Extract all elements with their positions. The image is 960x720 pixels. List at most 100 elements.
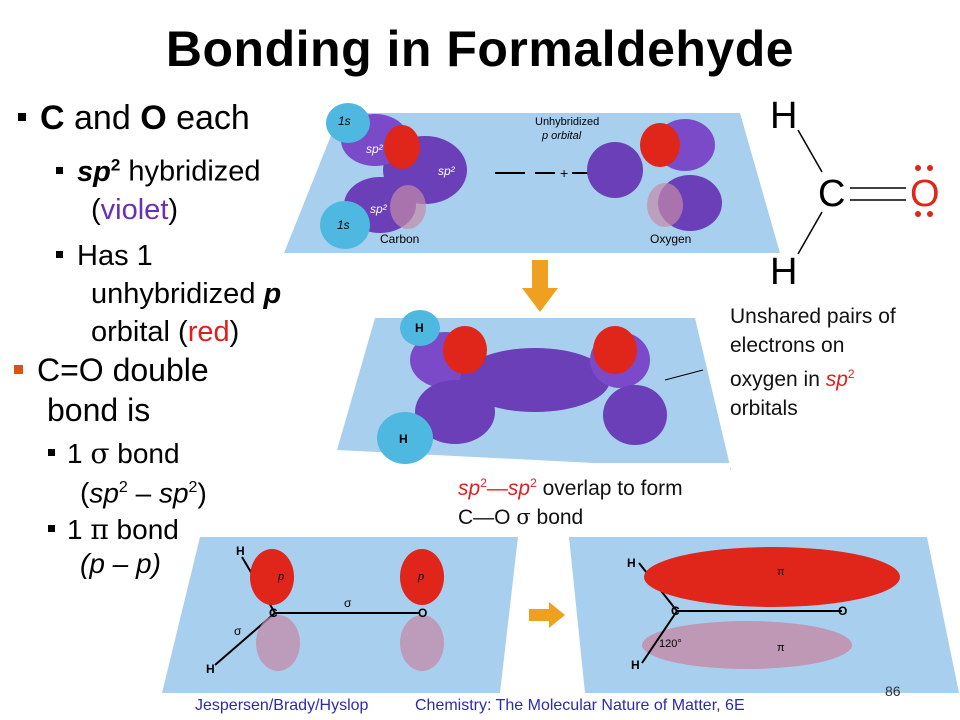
- p-orbital-shadow: [647, 183, 683, 227]
- bullet-2a-bond: bond: [109, 438, 180, 469]
- bullet-1a-text: hybridized: [120, 155, 261, 188]
- bullet-2b: 1 π bond (p – p): [48, 513, 208, 581]
- label-h: H: [399, 432, 408, 446]
- ann1-line4: orbitals: [730, 397, 798, 420]
- panel-hybrid-orbitals: 1s 1s sp² sp² sp² Carbon + Unhybridized …: [284, 103, 780, 253]
- label-p: p: [417, 571, 424, 583]
- lone-pair-dot: [927, 211, 933, 217]
- bond-line: [797, 129, 823, 173]
- label-sigma: σ: [344, 596, 352, 610]
- ann2-line2: C—O σ bond: [458, 505, 584, 529]
- paren: (: [91, 193, 101, 226]
- ann1-line1: Unshared pairs of: [730, 305, 896, 328]
- label-p-orbital: p orbital: [541, 130, 582, 142]
- sp2-lobe-icon: [587, 142, 643, 198]
- label-o: O: [418, 606, 427, 620]
- red-word: red: [187, 315, 230, 348]
- bullet-marker: [18, 113, 26, 122]
- lewis-c: C: [818, 173, 845, 215]
- bullet-1b-line2: unhybridized: [91, 277, 264, 310]
- sigma-symbol: σ: [90, 437, 110, 470]
- lone-pair-dot: [915, 211, 921, 217]
- label-oxygen: Oxygen: [650, 232, 691, 246]
- paren: ): [197, 477, 207, 509]
- label-pi: π: [777, 642, 785, 654]
- annotation-lone-pairs: Unshared pairs of electrons on oxygen in…: [730, 302, 958, 423]
- s-orbital-icon: [320, 201, 370, 249]
- sp-term: sp: [77, 155, 111, 188]
- bullet-1-o: O: [140, 99, 167, 137]
- p-orbital-shadow: [256, 615, 300, 671]
- p-orbital-icon: [384, 125, 420, 169]
- lewis-h-top: H: [770, 95, 797, 137]
- sp-term: sp: [89, 477, 119, 509]
- bullet-2: C=O double bond is: [14, 350, 304, 430]
- bullet-2a-one: 1: [67, 438, 91, 469]
- pi-symbol: π: [90, 513, 109, 546]
- sp-superscript: 2: [188, 479, 198, 496]
- ann1-line3: oxygen in sp2: [730, 367, 855, 391]
- down-arrow-icon: [522, 260, 558, 312]
- dash: –: [127, 477, 159, 509]
- sp-superscript: 2: [480, 476, 487, 490]
- bullet-1: C and O each: [18, 98, 318, 138]
- sp-term: sp: [825, 368, 848, 391]
- label-p: p: [277, 571, 284, 583]
- label-carbon: Carbon: [380, 232, 419, 246]
- p-orbital-icon: [443, 326, 487, 374]
- ann1-line2: electrons on: [730, 334, 845, 357]
- panel-sigma-overlap: H H: [337, 310, 731, 470]
- p-orbital-icon: [593, 326, 637, 374]
- bullet-2-line2: bond is: [47, 392, 151, 428]
- s-orbital-icon: [326, 103, 370, 143]
- bullet-marker: [56, 250, 63, 258]
- sigma-bond-icon: [460, 348, 610, 412]
- label-1s-bottom: 1s: [337, 218, 350, 232]
- dash: —: [486, 477, 508, 500]
- sp-term: sp: [507, 477, 531, 500]
- s-orbital-icon: [400, 310, 440, 346]
- label-c: C: [269, 606, 278, 620]
- sp-superscript: 2: [118, 479, 128, 496]
- sp-term: sp: [458, 477, 481, 500]
- bullet-1a: sp2 hybridized (violet): [56, 146, 318, 229]
- label-1s-top: 1s: [338, 114, 351, 128]
- sp-superscript: 2: [110, 155, 121, 174]
- p-orbital-icon: [250, 549, 294, 605]
- page-number: 86: [885, 683, 901, 699]
- right-arrow-icon: [529, 602, 565, 628]
- sp-term: sp: [158, 477, 189, 509]
- p-orbital-shadow: [400, 615, 444, 671]
- bullet-marker: [56, 166, 63, 174]
- lewis-h-bottom: H: [770, 251, 797, 293]
- bullet-marker: [48, 525, 55, 533]
- bullet-1b: Has 1 unhybridized p orbital (red): [56, 237, 318, 351]
- bullet-2b-one: 1: [67, 514, 91, 545]
- bullet-2-line1: C=O double: [37, 352, 209, 388]
- label-h: H: [415, 321, 424, 335]
- label-sp2: sp²: [370, 202, 388, 216]
- sp2-lobe-icon: [603, 385, 667, 445]
- lone-pair-dot: [915, 165, 921, 171]
- paren: ): [168, 193, 179, 226]
- sp-superscript: 2: [847, 367, 855, 381]
- bullet-marker: [48, 449, 55, 457]
- p-orbital-icon: [400, 549, 444, 605]
- label-angle: 120°: [659, 638, 682, 650]
- label-h: H: [206, 662, 215, 676]
- label-pi: π: [777, 566, 785, 578]
- label-sp2: sp²: [366, 142, 384, 156]
- sigma-symbol: σ: [516, 505, 531, 529]
- bullet-2b-bond: bond: [108, 514, 179, 545]
- ann2-rest: overlap to form: [536, 477, 683, 500]
- sp-superscript: 2: [530, 476, 537, 490]
- lone-pair-dot: [927, 165, 933, 171]
- bullet-marker-orange: [14, 365, 23, 375]
- pi-bond-upper-icon: [644, 547, 900, 607]
- violet-word: violet: [100, 193, 169, 226]
- label-h: H: [631, 658, 640, 672]
- footer-authors: Jespersen/Brady/Hyslop: [195, 697, 369, 714]
- bullet-2b-sub: (p – p): [80, 548, 161, 579]
- footer-book: Chemistry: The Molecular Nature of Matte…: [415, 697, 745, 714]
- pi-bond-lower-icon: [642, 621, 852, 669]
